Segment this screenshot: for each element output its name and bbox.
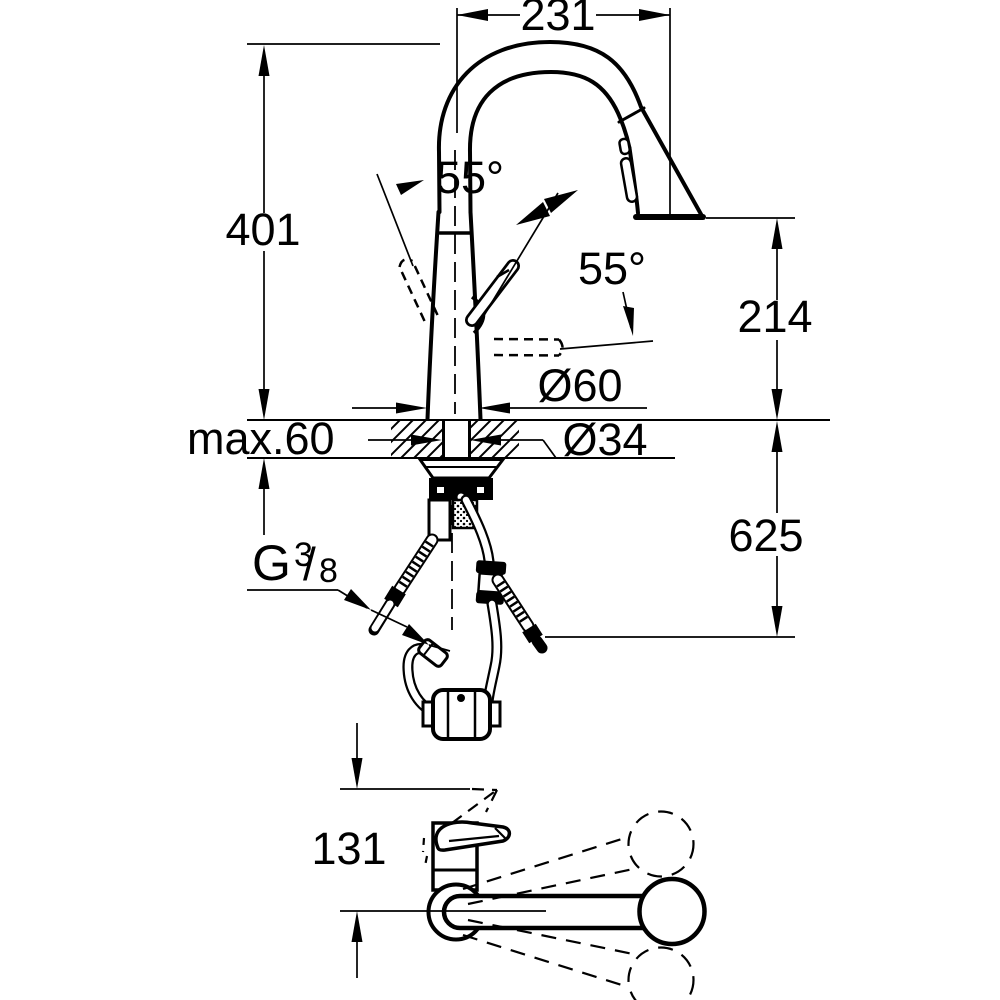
label-hole-diameter: Ø34 <box>562 414 647 465</box>
spray-head-dashed-down <box>627 946 695 1000</box>
hose-fitting <box>475 560 507 605</box>
supply-hose-right <box>491 573 548 654</box>
pullout-hose <box>402 494 507 741</box>
lever-dashed-down <box>493 337 564 357</box>
front-view <box>247 39 830 741</box>
spout-inner-arc <box>467 69 632 214</box>
label-spout-height: 401 <box>225 204 300 255</box>
label-max-counter-thickness: max.60 <box>187 413 335 464</box>
label-below-deck-clearance: 625 <box>728 510 803 561</box>
lever-top-view <box>434 820 512 852</box>
label-handle-angle-back: 55° <box>436 152 504 203</box>
spray-button-large <box>619 157 639 203</box>
label-base-diameter: Ø60 <box>537 360 622 411</box>
supply-tube-stub <box>427 498 452 542</box>
lever-dashed-top-view <box>451 787 498 824</box>
body-dashed-ticks <box>421 837 429 867</box>
dimension-arrows <box>258 9 783 942</box>
spray-head-top-view <box>637 876 707 947</box>
spray-head-dashed-up <box>627 810 695 878</box>
hose-weight <box>421 688 502 741</box>
mounting-hardware <box>417 458 507 542</box>
swivel-range-dashed <box>462 810 695 1000</box>
label-handle-angle-front: 55° <box>578 243 646 294</box>
body-left-edge <box>425 210 441 421</box>
label-thread-size: G 3 / 8 <box>252 535 338 591</box>
spray-head-joint-line <box>617 106 646 124</box>
spout-top-view <box>441 893 663 931</box>
dimension-lines <box>247 8 795 978</box>
hose-end-coupling <box>417 638 449 668</box>
lever-solid <box>465 259 520 335</box>
mounting-washer <box>417 458 507 480</box>
spout-outer-arc <box>436 39 704 218</box>
dimension-labels: 231 401 55° 55° 214 Ø60 max.60 Ø34 625 1… <box>187 0 813 874</box>
supply-hose-left <box>368 533 439 636</box>
label-top-view-depth: 131 <box>311 823 386 874</box>
spray-button-small <box>618 137 631 156</box>
mounting-nut <box>429 478 493 500</box>
label-spout-reach: 231 <box>520 0 595 40</box>
label-outlet-to-deck: 214 <box>737 291 812 342</box>
top-view <box>340 787 707 1000</box>
